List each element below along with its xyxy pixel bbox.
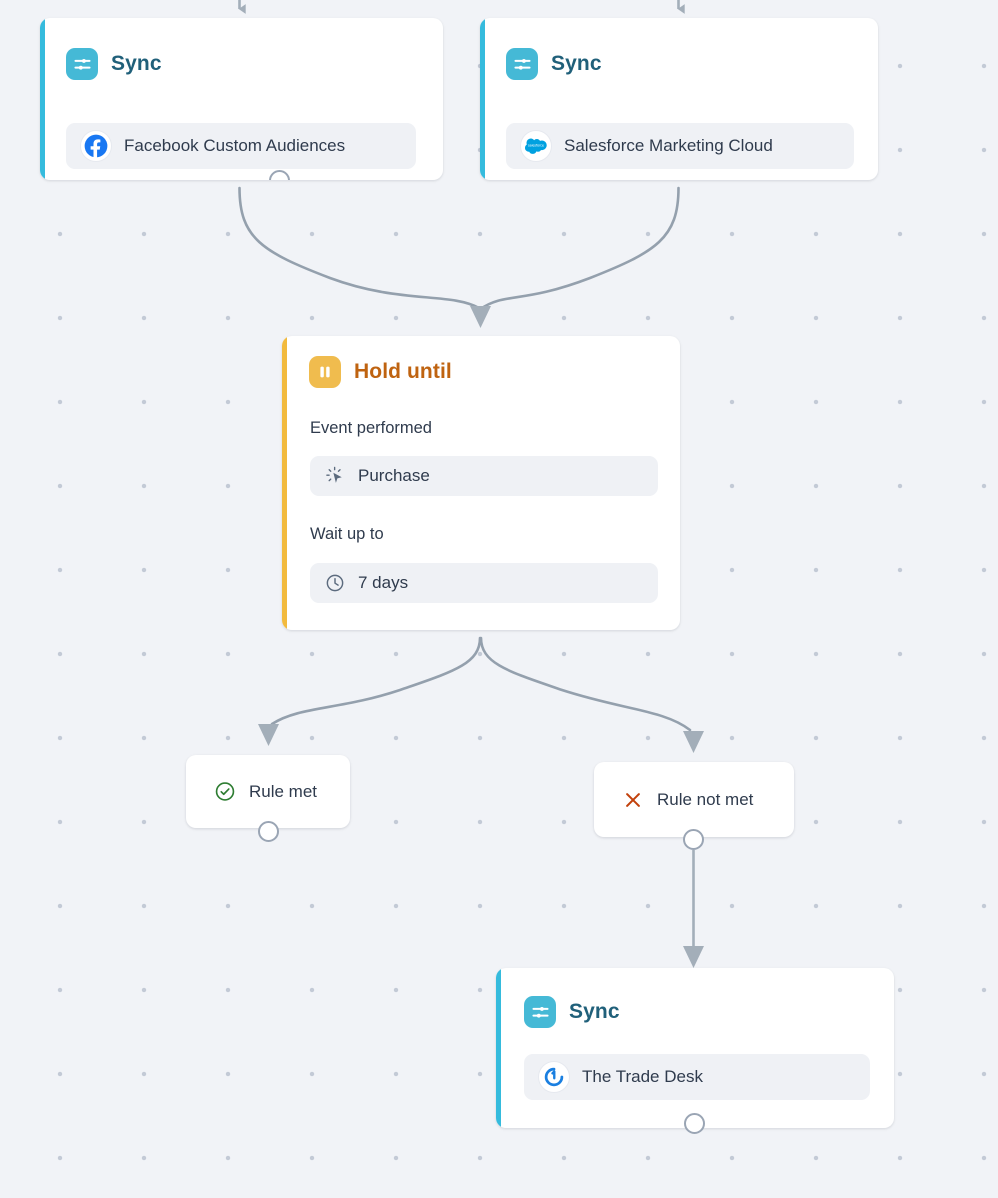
edge-sf-to-hold [470, 186, 680, 328]
destination-pill-salesforce[interactable]: salesforce Salesforce Marketing Cloud [506, 123, 854, 169]
sliders-icon [524, 996, 556, 1028]
destination-label: Facebook Custom Audiences [124, 136, 346, 155]
destination-pill-tradedesk[interactable]: The Trade Desk [524, 1054, 870, 1100]
node-output-handle[interactable] [269, 170, 290, 180]
node-sync-tradedesk[interactable]: Sync The Trade Desk [496, 968, 894, 1128]
field-value-text: Purchase [358, 466, 430, 485]
node-title: Hold until [354, 360, 452, 383]
sliders-icon [66, 48, 98, 80]
node-accent-bar [496, 968, 501, 1128]
node-title: Sync [111, 52, 162, 75]
field-value-event-performed[interactable]: Purchase [310, 456, 658, 496]
destination-label: Salesforce Marketing Cloud [564, 136, 773, 155]
node-sync-facebook[interactable]: Sync Facebook Custom Audiences [40, 18, 443, 180]
branch-rule-not-met-output-handle[interactable] [683, 829, 704, 850]
node-header: Hold until [309, 356, 452, 388]
branch-rule-met-output-handle[interactable] [258, 821, 279, 842]
node-accent-bar [40, 18, 45, 180]
edge-rule-not-met-to-sync [683, 850, 704, 968]
trade-desk-logo-icon [538, 1061, 570, 1093]
facebook-logo-icon [80, 130, 112, 162]
svg-text:salesforce: salesforce [528, 144, 544, 148]
node-header: Sync [66, 48, 162, 80]
edge-fb-to-hold [238, 186, 481, 310]
cursor-click-icon [324, 465, 346, 487]
node-title: Sync [569, 1000, 620, 1023]
node-accent-bar [282, 336, 287, 630]
pause-icon [309, 356, 341, 388]
salesforce-logo-icon: salesforce [520, 130, 552, 162]
clock-icon [324, 572, 346, 594]
node-header: Sync [506, 48, 602, 80]
node-title: Sync [551, 52, 602, 75]
field-label-event-performed: Event performed [310, 419, 432, 437]
branch-rule-not-met[interactable]: Rule not met [594, 762, 794, 837]
branch-rule-met[interactable]: Rule met [186, 755, 350, 828]
check-circle-icon [214, 781, 236, 803]
field-label-wait-up-to: Wait up to [310, 525, 384, 543]
node-header: Sync [524, 996, 620, 1028]
node-accent-bar [480, 18, 485, 180]
field-value-wait-up-to[interactable]: 7 days [310, 563, 658, 603]
branch-label: Rule met [249, 781, 318, 801]
branch-label: Rule not met [657, 789, 754, 809]
node-sync-salesforce[interactable]: Sync salesforce Salesforce Marketing Clo… [480, 18, 878, 180]
edge-hold-to-rule-met [258, 636, 482, 746]
field-value-text: 7 days [358, 573, 409, 592]
destination-pill-facebook[interactable]: Facebook Custom Audiences [66, 123, 416, 169]
edge-hold-to-rule-not-met [479, 636, 704, 753]
x-mark-icon [622, 789, 644, 811]
node-hold-until[interactable]: Hold until Event performed Purchase Wait… [282, 336, 680, 630]
sliders-icon [506, 48, 538, 80]
node-sync-tradedesk-output-handle[interactable] [684, 1113, 705, 1134]
destination-label: The Trade Desk [582, 1067, 703, 1086]
